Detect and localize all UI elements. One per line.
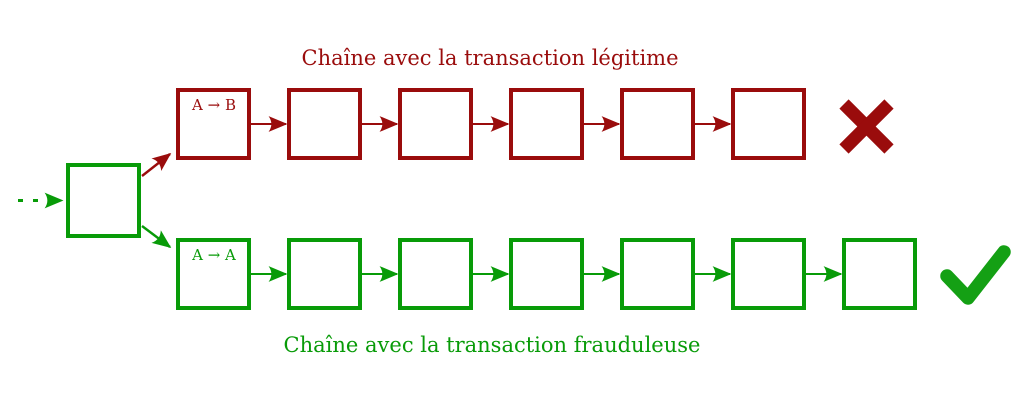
fraudulent-chain-title: Chaîne avec la transaction frauduleuse xyxy=(284,333,701,357)
block xyxy=(398,238,473,310)
block xyxy=(398,88,473,160)
fraudulent-tx-block xyxy=(176,238,251,310)
block xyxy=(842,238,917,310)
block xyxy=(620,88,695,160)
block xyxy=(287,238,362,310)
chain-fraudulent xyxy=(176,238,917,310)
fork-arrow-legitimate xyxy=(141,153,172,177)
block xyxy=(509,238,584,310)
block xyxy=(731,88,806,160)
fraudulent-tx-label: A → A xyxy=(191,246,236,264)
block xyxy=(509,88,584,160)
block xyxy=(620,238,695,310)
chain-legitimate xyxy=(176,88,806,160)
rejected-x-icon xyxy=(839,99,894,154)
fork-arrow-fraudulent xyxy=(141,225,172,248)
legitimate-chain-title: Chaîne avec la transaction légitime xyxy=(302,46,679,70)
accepted-check-icon xyxy=(940,245,1011,305)
legitimate-tx-label: A → B xyxy=(191,96,236,114)
block xyxy=(731,238,806,310)
common-ancestor-block xyxy=(66,163,141,238)
block xyxy=(287,88,362,160)
legitimate-tx-block xyxy=(176,88,251,160)
